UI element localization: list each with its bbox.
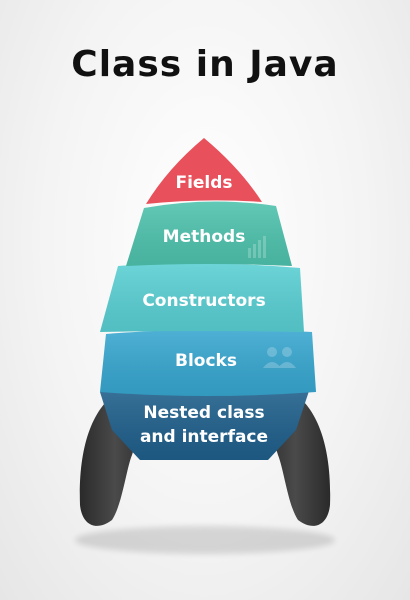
layer-methods-shade — [126, 201, 292, 266]
layer-blocks-shade — [100, 329, 316, 396]
label-fields: Fields — [175, 173, 232, 193]
diagram-title: Class in Java — [71, 44, 339, 85]
label-constructors: Constructors — [142, 291, 265, 311]
label-nested-line1: Nested class — [143, 403, 264, 423]
layer-constructors-shade — [100, 263, 304, 332]
label-methods: Methods — [163, 227, 246, 247]
ground-shadow — [75, 526, 335, 554]
label-blocks: Blocks — [175, 351, 237, 371]
label-nested-line2: and interface — [140, 427, 268, 447]
layer-fields — [146, 138, 262, 204]
people-icon — [263, 347, 296, 368]
chart-icon — [248, 236, 266, 258]
layer-nested-shade — [100, 388, 310, 460]
